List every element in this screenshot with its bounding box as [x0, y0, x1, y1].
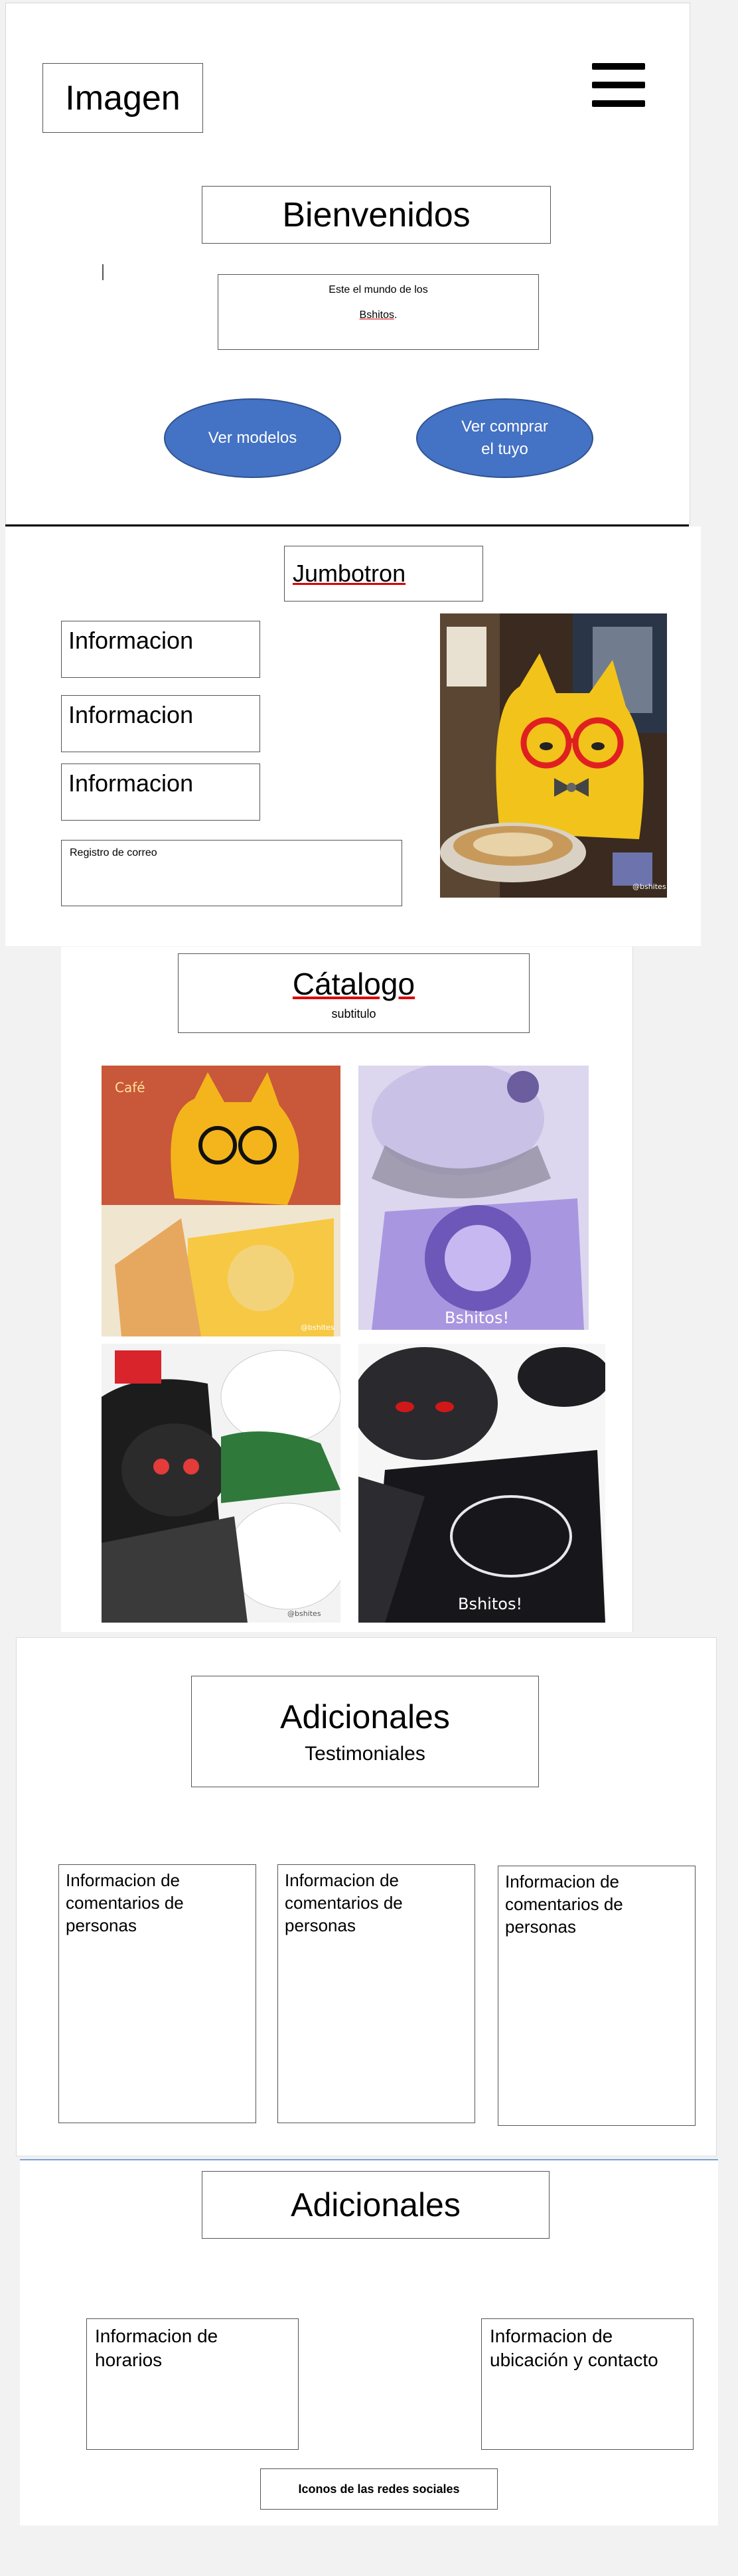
view-models-label: Ver modelos — [208, 429, 297, 447]
buy-button[interactable]: Ver comprar el tuyo — [416, 398, 593, 478]
black-cat-set-image: @bshites — [102, 1344, 340, 1623]
location-contact-box: Informacion de ubicación y contacto — [481, 2318, 694, 2450]
testimonial-2-line-1: Informacion de — [285, 1870, 399, 1890]
catalog-title: Cátalogo — [292, 966, 415, 1001]
catalog-photo-2-label: Bshitos! — [445, 1309, 509, 1327]
svg-text:Café: Café — [115, 1080, 145, 1095]
purple-cat-set-image: Bshitos! — [358, 1066, 589, 1330]
social-icons-placeholder[interactable]: Iconos de las redes sociales — [260, 2468, 498, 2510]
photo-watermark: @bshites — [632, 882, 666, 891]
testimonial-3-line-1: Informacion de — [505, 1872, 619, 1892]
welcome-title: Bienvenidos — [202, 186, 551, 244]
jumbotron-title-text: Jumbotron — [293, 560, 406, 587]
testimonials-header: Adicionales Testimoniales — [191, 1676, 539, 1787]
info-box-3: Informacion — [61, 764, 260, 821]
buy-label-line-1: Ver comprar — [461, 418, 548, 436]
info-box-1-label: Informacion — [68, 627, 194, 654]
testimonial-2-line-2: comentarios de — [285, 1893, 403, 1913]
view-models-button[interactable]: Ver modelos — [164, 398, 341, 478]
info-box-1: Informacion — [61, 621, 260, 678]
testimonials-title: Adicionales — [280, 1698, 450, 1735]
email-signup-label: Registro de correo — [70, 847, 157, 858]
testimonial-1-line-2: comentarios de — [66, 1893, 184, 1913]
catalog-photo-1[interactable]: Café @bshites — [102, 1066, 340, 1336]
buy-label-line-2: el tuyo — [481, 440, 528, 458]
testimonial-card-3: Informacion de comentarios de personas — [498, 1866, 696, 2126]
welcome-title-text: Bienvenidos — [282, 195, 471, 234]
logo-label: Imagen — [65, 78, 181, 118]
intro-period: . — [394, 309, 398, 321]
testimonial-3-line-2: comentarios de — [505, 1894, 623, 1914]
mascot-photo: @bshites — [440, 613, 667, 898]
catalog-photo-4-label: Bshitos! — [458, 1595, 522, 1613]
email-signup-field[interactable]: Registro de correo — [61, 840, 402, 906]
testimonial-card-2: Informacion de comentarios de personas — [277, 1864, 475, 2123]
footer-title: Adicionales — [202, 2171, 550, 2239]
info-box-3-label: Informacion — [68, 769, 194, 797]
social-icons-label: Iconos de las redes sociales — [298, 2482, 460, 2496]
intro-line-1: Este el mundo de los — [329, 284, 428, 295]
intro-text-box: Este el mundo de los Bshitos. — [218, 274, 539, 350]
logo-placeholder: Imagen — [42, 63, 203, 133]
dark-cat-set-image: Bshitos! — [358, 1344, 605, 1623]
yellow-cat-plush-image: @bshites — [440, 613, 667, 898]
hours-line-1: Informacion de — [95, 2326, 218, 2346]
yellow-cat-set-image: Café @bshites — [102, 1066, 340, 1336]
catalog-subtitle: subtitulo — [331, 1006, 376, 1020]
catalog-photo-2[interactable]: Bshitos! — [358, 1066, 589, 1330]
catalog-photo-1-watermark: @bshites — [301, 1323, 334, 1332]
intro-line-2: Bshitos. — [218, 303, 538, 328]
testimonial-1-line-1: Informacion de — [66, 1870, 180, 1890]
text-cursor — [102, 264, 104, 280]
testimonials-subtitle: Testimoniales — [305, 1743, 425, 1765]
brand-name: Bshitos — [359, 309, 394, 321]
catalog-header: Cátalogo subtitulo — [178, 953, 530, 1033]
hamburger-menu-icon[interactable] — [592, 63, 645, 107]
location-line-1: Informacion de — [490, 2326, 613, 2346]
hours-line-2: horarios — [95, 2350, 163, 2370]
hours-info-box: Informacion de horarios — [86, 2318, 299, 2450]
catalog-photo-3-watermark: @bshites — [287, 1609, 321, 1618]
testimonial-1-line-3: personas — [66, 1915, 137, 1935]
jumbotron-title: Jumbotron — [284, 546, 483, 602]
info-box-2-label: Informacion — [68, 701, 194, 728]
testimonial-card-1: Informacion de comentarios de personas — [58, 1864, 256, 2123]
catalog-photo-3[interactable]: @bshites — [102, 1344, 340, 1623]
footer-title-text: Adicionales — [291, 2186, 461, 2223]
testimonial-2-line-3: personas — [285, 1915, 356, 1935]
catalog-photo-4[interactable]: Bshitos! — [358, 1344, 605, 1623]
testimonial-3-line-3: personas — [505, 1917, 576, 1937]
section-divider — [5, 524, 689, 526]
location-line-2: ubicación y contacto — [490, 2350, 658, 2370]
info-box-2: Informacion — [61, 695, 260, 752]
